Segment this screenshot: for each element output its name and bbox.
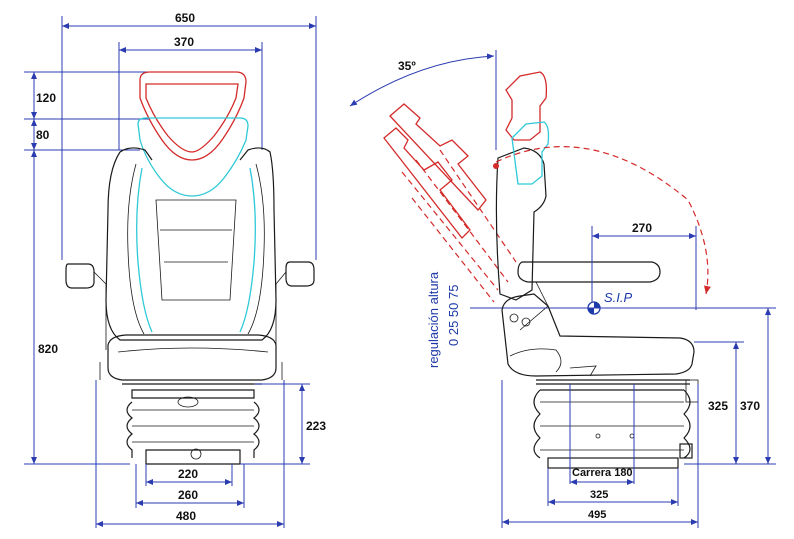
overall-width-label: 650 [175,11,195,25]
height-adjust-values: 0 25 50 75 [446,285,461,346]
side-view: 35º 270 [349,50,776,528]
seat-height-min-label: 325 [708,399,728,413]
front-view: 650 370 120 80 820 [24,11,326,528]
armrests [65,261,315,350]
backrest-width-label: 370 [174,35,194,49]
side-armrest [517,261,661,331]
base-depth-label: 325 [590,489,608,501]
suspension-bellows [126,389,260,465]
headrest-lowered [137,117,249,197]
headrest-lower-label: 80 [36,128,50,142]
dim-travel: Carrera 180 [569,384,635,485]
headrest-upper-label: 120 [36,91,56,105]
backrest-upright [493,71,711,301]
dim-suspension-height: 223 [240,383,326,465]
base-inner-label: 220 [178,467,198,481]
recline-angle-label: 35º [398,59,416,73]
sip-point: S.I.P [470,290,776,315]
side-seat-cushion [501,293,699,403]
base-mid-label: 260 [178,488,198,502]
sip-label: S.I.P [604,290,633,305]
armrest-sip-label: 270 [632,221,652,235]
headrest-raised [139,71,247,161]
dim-headrest-and-height: 120 80 820 [24,71,160,465]
suspension-height-label: 223 [306,419,326,433]
recline-angle: 35º [349,50,497,150]
pivot-point-icon [493,163,499,169]
dim-seat-depth: 495 [501,380,699,528]
dim-base-depth: 325 [547,468,679,506]
travel-label: Carrera 180 [572,467,633,479]
dim-armrest-sip: 270 [591,221,697,310]
height-adjust-title: regulación altura [426,271,441,368]
dim-seat-heights: 325 370 [684,308,776,465]
seat-height-max-label: 370 [740,399,760,413]
seat-width-label: 480 [176,509,196,523]
backrest-reclined [383,103,517,303]
total-height-label: 820 [38,342,58,356]
side-bellows [533,389,693,469]
dim-base-widths: 220 260 480 [95,380,285,528]
seat-depth-label: 495 [588,509,606,521]
dim-backrest-width: 370 [118,35,263,150]
seat-cushion [99,334,283,385]
backrest [105,147,277,341]
dim-overall-width: 650 [61,11,317,260]
height-adjust: regulación altura 0 25 50 75 [426,271,461,368]
